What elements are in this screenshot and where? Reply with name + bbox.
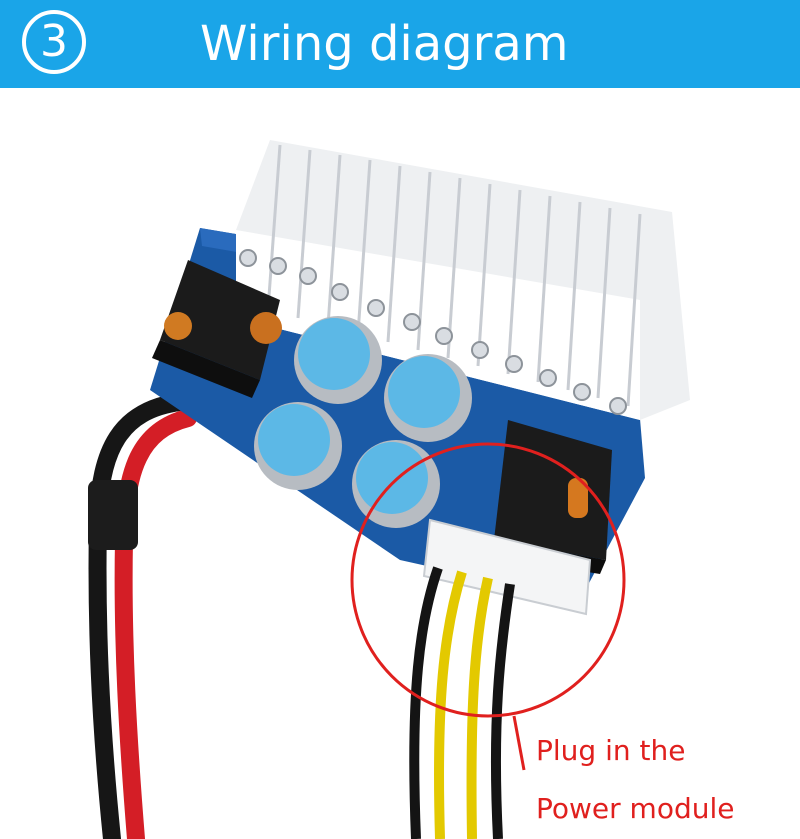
atx-connector — [236, 140, 690, 420]
pcb-power-module-photo — [88, 140, 690, 839]
output-wires — [409, 566, 515, 839]
highlight-circle — [350, 442, 626, 771]
output-connector — [422, 518, 592, 616]
inductor-left — [152, 260, 282, 398]
solder-pins — [239, 249, 627, 415]
callout-line-2: Power module — [536, 792, 735, 825]
power-cable-left — [88, 393, 197, 839]
step-number: 3 — [40, 16, 68, 67]
callout-line-1: Plug in the — [536, 734, 686, 767]
page-title: Wiring diagram — [200, 16, 569, 72]
capacitors — [254, 316, 472, 528]
header-banner: 3 Wiring diagram — [0, 0, 800, 88]
step-number-badge: 3 — [22, 10, 86, 74]
